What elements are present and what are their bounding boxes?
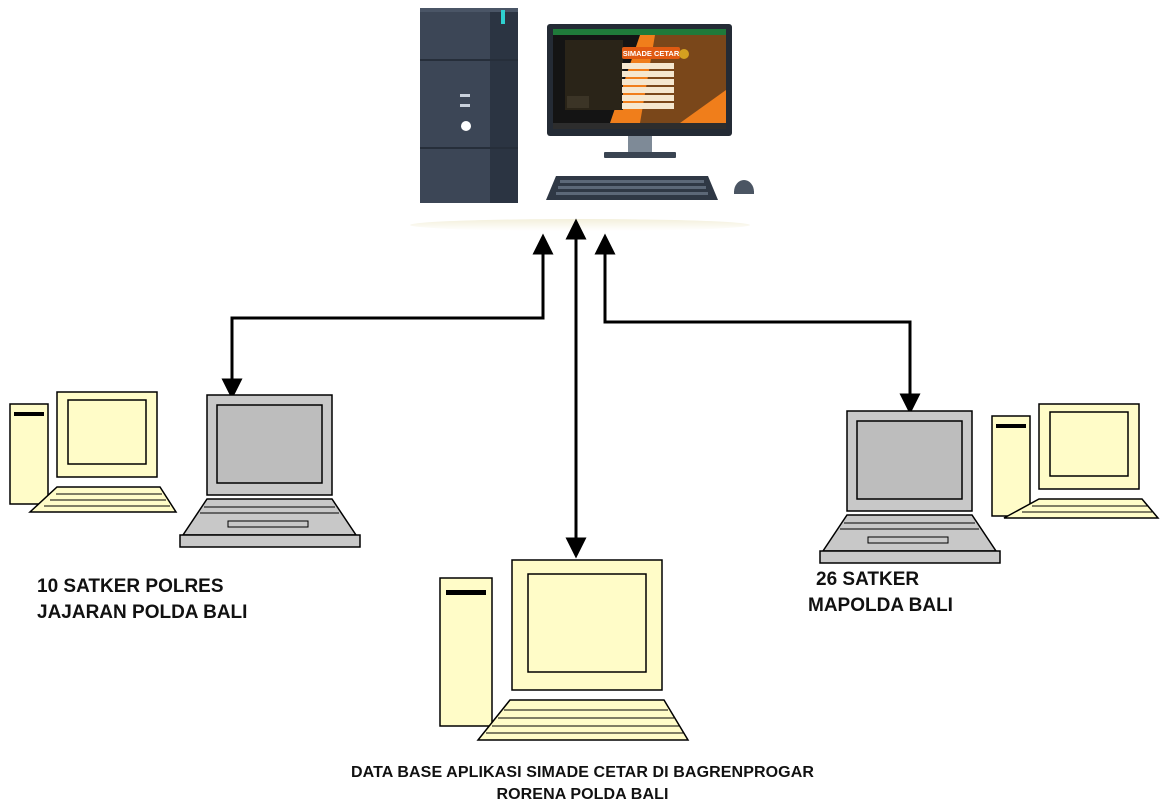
floor-shadow: [410, 219, 750, 231]
polres-laptop-icon: [179, 394, 361, 548]
polres-label-line-2: JAJARAN POLDA BALI: [37, 601, 248, 623]
central-server-workstation: SIMADE CETAR: [410, 8, 754, 231]
mapolda-label: 26 SATKER MAPOLDA BALI: [808, 567, 953, 618]
connection-arrows: [221, 218, 921, 559]
mapolda-desktop-icon: [991, 403, 1160, 519]
mapolda-label-line-1: 26 SATKER: [816, 569, 920, 590]
mapolda-label-line-2: MAPOLDA BALI: [808, 594, 953, 616]
polres-label-line-1: 10 SATKER POLRES: [37, 576, 224, 597]
polres-desktop-icon: [9, 391, 178, 513]
arrow-to-polres: [221, 233, 554, 400]
arrow-to-mapolda: [594, 233, 921, 415]
server-keyboard-icon: [546, 176, 718, 200]
server-mouse-icon: [734, 180, 754, 194]
polres-label: 10 SATKER POLRES JAJARAN POLDA BALI: [37, 574, 247, 625]
server-screen-title: SIMADE CETAR: [623, 49, 680, 58]
server-monitor-icon: SIMADE CETAR: [547, 24, 732, 158]
database-desktop-icon: [439, 559, 690, 741]
database-label-line-2: RORENA POLDA BALI: [496, 785, 669, 803]
server-tower-icon: [420, 8, 518, 203]
database-label-line-1: DATA BASE APLIKASI SIMADE CETAR DI BAGRE…: [350, 764, 815, 781]
database-label: DATA BASE APLIKASI SIMADE CETAR DI BAGRE…: [0, 762, 1165, 805]
mapolda-laptop-icon: [819, 410, 1001, 564]
